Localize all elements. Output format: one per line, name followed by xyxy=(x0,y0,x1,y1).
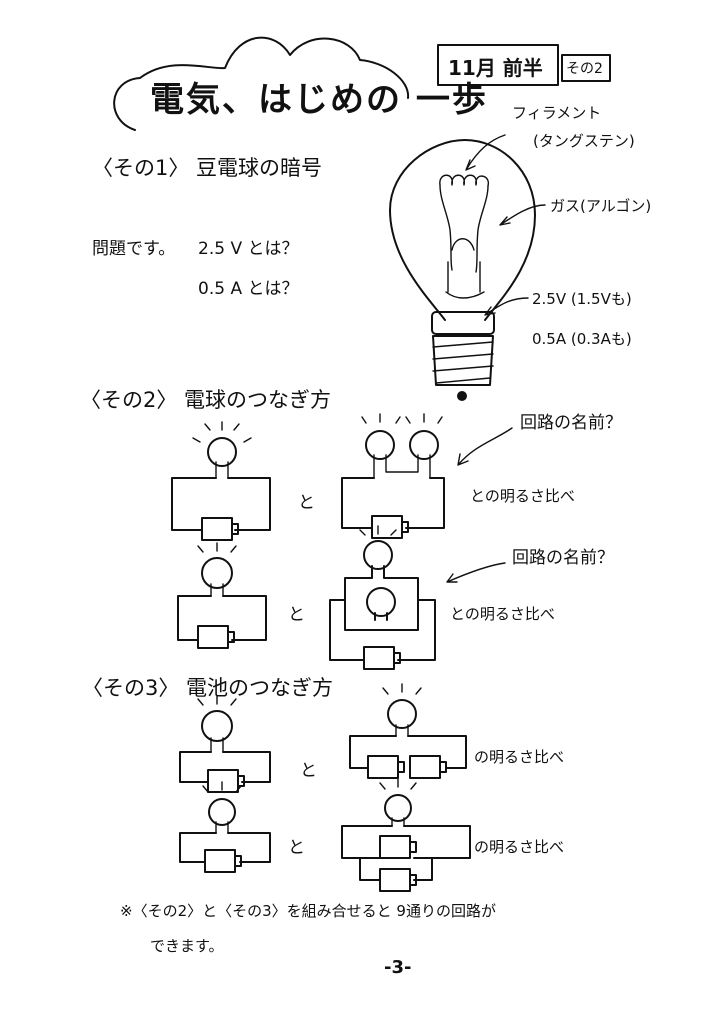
section2-heading: 〈その2〉 電球のつなぎ方 xyxy=(80,388,332,412)
compare-text-2: との明るさ比べ xyxy=(450,605,555,623)
question-prefix: 問題です。 xyxy=(92,239,176,259)
section3-compare-2: の明るさ比べ xyxy=(474,838,565,856)
section2-and-2: と xyxy=(288,605,305,625)
section1-heading: 〈その1〉 豆電球の暗号 xyxy=(92,156,323,180)
section3-heading: 〈その3〉 電池のつなぎ方 xyxy=(82,676,334,700)
date-box xyxy=(437,44,559,86)
circuit-two-bulbs-series xyxy=(341,413,445,539)
question-voltage: 2.5 V とは？ xyxy=(198,239,299,259)
circuit-two-batteries-series xyxy=(349,683,467,779)
arrow-gas xyxy=(499,204,546,226)
note-line-1: ※〈その2〉と〈その3〉を組み合せると 9通りの回路が xyxy=(120,902,496,920)
compare-text-1: との明るさ比べ xyxy=(470,487,575,505)
question-current: 0.5 A とは？ xyxy=(198,279,299,299)
circuit-two-bulbs-parallel xyxy=(329,525,436,670)
label-voltage: 2.5V (1.5Vも) xyxy=(532,290,632,308)
label-gas: ガス(アルゴン) xyxy=(550,197,652,215)
circuit-name-question-2: 回路の名前？ xyxy=(512,548,614,568)
arrow-question-1 xyxy=(457,427,513,466)
note-line-2: できます。 xyxy=(150,937,224,955)
arrow-question-2 xyxy=(446,562,506,583)
circuit-single-battery-1 xyxy=(179,695,271,793)
title-cloud xyxy=(113,36,410,131)
section3-and-1: と xyxy=(300,761,317,781)
circuit-single-bulb-1 xyxy=(171,421,271,541)
label-filament: フィラメント xyxy=(512,104,602,122)
circuit-single-bulb-2 xyxy=(177,542,267,649)
part-box xyxy=(561,54,611,82)
circuit-single-battery-2 xyxy=(179,781,271,873)
section2-and-1: と xyxy=(298,493,315,513)
label-filament-material: (タングステン) xyxy=(533,132,635,150)
section3-and-2: と xyxy=(288,838,305,858)
large-bulb-illustration xyxy=(389,139,536,401)
label-current: 0.5A (0.3Aも) xyxy=(532,330,632,348)
part-label: その2 xyxy=(566,61,603,77)
date-label: 11月 前半 xyxy=(448,56,543,80)
arrow-base xyxy=(484,297,529,316)
page-number: -3- xyxy=(384,957,412,978)
arrow-filament xyxy=(465,134,506,171)
page-title: 電気、はじめの 一歩 xyxy=(150,80,488,120)
circuit-two-batteries-parallel xyxy=(341,778,471,892)
section3-compare-1: の明るさ比べ xyxy=(474,748,565,766)
circuit-name-question-1: 回路の名前？ xyxy=(520,413,622,433)
